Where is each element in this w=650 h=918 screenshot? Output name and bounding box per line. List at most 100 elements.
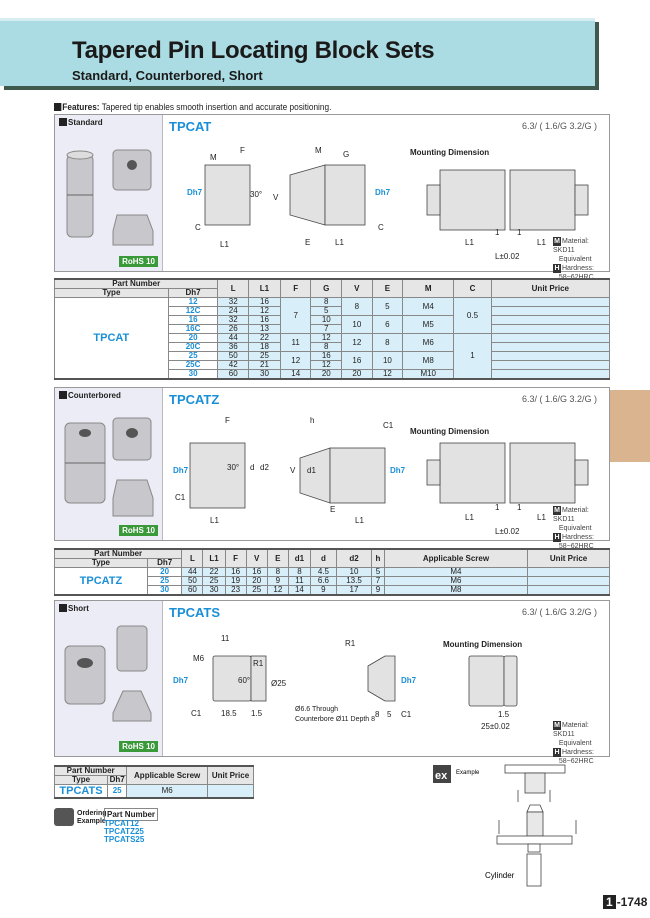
value-cell: 12 — [279, 351, 312, 370]
svg-text:L1: L1 — [465, 238, 474, 247]
type-header: Type — [54, 558, 148, 568]
svg-text:L1: L1 — [210, 516, 219, 525]
example-icon — [433, 765, 451, 783]
value-cell: 50 — [181, 576, 204, 586]
svg-text:C1: C1 — [383, 421, 394, 430]
value-cell: M6 — [383, 576, 529, 586]
svg-text:R1: R1 — [345, 639, 356, 648]
section-standard: Standard RoHS 10 TPCAT 6.3/ ( 1.6/G 3.2/… — [54, 114, 610, 281]
type-header: Type — [54, 775, 108, 785]
svg-text:E: E — [305, 238, 310, 247]
column-header: M — [402, 278, 455, 298]
svg-text:V: V — [290, 466, 296, 475]
value-cell — [490, 333, 611, 343]
column-header: L — [217, 278, 250, 298]
svg-text:L1: L1 — [220, 240, 229, 249]
chapter-tab[interactable] — [606, 390, 650, 462]
value-cell — [490, 297, 611, 307]
value-cell: 9 — [309, 585, 337, 596]
phone-icon — [54, 808, 74, 826]
product-photo: Short RoHS 10 — [55, 601, 163, 756]
value-cell: 9 — [266, 576, 289, 586]
svg-text:Mounting Dimension: Mounting Dimension — [410, 427, 489, 436]
value-cell: 30 — [202, 585, 226, 596]
svg-text:5: 5 — [387, 710, 392, 719]
column-header: G — [310, 278, 343, 298]
svg-text:F: F — [225, 416, 230, 425]
value-cell — [527, 576, 610, 586]
svg-text:C1: C1 — [175, 493, 186, 502]
value-cell: 30 — [248, 369, 281, 380]
column-header: V — [245, 548, 268, 568]
section-short: Short RoHS 10 TPCATS 6.3/ ( 1.6/G 3.2/G … — [54, 600, 610, 765]
column-header: Unit Price — [206, 765, 255, 785]
svg-text:Mounting Dimension: Mounting Dimension — [410, 148, 489, 157]
svg-text:ex: ex — [435, 770, 448, 782]
surface-roughness: 6.3/ ( 1.6/G 3.2/G ) — [521, 394, 597, 404]
svg-text:1: 1 — [517, 503, 522, 512]
value-cell: 23 — [224, 585, 247, 596]
column-header: L1 — [202, 548, 226, 568]
svg-text:G: G — [343, 150, 349, 159]
value-cell: 5 — [371, 297, 404, 316]
column-header: Applicable Screw — [126, 765, 208, 785]
size-cell: 25C — [167, 360, 219, 370]
column-header: E — [266, 548, 289, 568]
svg-text:30°: 30° — [227, 463, 239, 472]
value-cell: 12 — [310, 360, 343, 370]
column-header: F — [279, 278, 312, 298]
value-cell — [490, 360, 611, 370]
svg-text:Mounting Dimension: Mounting Dimension — [443, 640, 522, 649]
rohs-badge: RoHS 10 — [119, 741, 158, 752]
value-cell: M5 — [402, 315, 455, 334]
value-cell: 12 — [341, 333, 373, 352]
svg-text:F: F — [240, 146, 245, 155]
svg-text:Dh7: Dh7 — [390, 466, 406, 475]
svg-text:60°: 60° — [238, 676, 250, 685]
value-cell: 60 — [217, 369, 250, 380]
title-banner: Tapered Pin Locating Block Sets Standard… — [0, 18, 595, 86]
features-line: Features: Tapered tip enables smooth ins… — [54, 102, 331, 112]
rohs-badge: RoHS 10 — [119, 525, 158, 536]
svg-text:V: V — [273, 193, 279, 202]
size-cell: 25 — [146, 576, 183, 586]
value-cell: 12 — [266, 585, 289, 596]
column-header: h — [371, 548, 385, 568]
column-header: Unit Price — [490, 278, 611, 298]
svg-text:d1: d1 — [307, 466, 316, 475]
size-cell: 30 — [146, 585, 183, 596]
svg-text:1.5: 1.5 — [251, 709, 263, 718]
svg-text:L1: L1 — [537, 513, 546, 522]
product-photo: Counterbored RoHS 10 — [55, 388, 163, 540]
svg-text:Counterbore Ø11 Depth 8: Counterbore Ø11 Depth 8 — [295, 716, 375, 723]
column-header: d2 — [335, 548, 373, 568]
value-cell: M4 — [402, 297, 455, 316]
svg-text:18.5: 18.5 — [221, 709, 237, 718]
value-cell — [490, 324, 611, 334]
svg-text:8: 8 — [375, 710, 380, 719]
d-header: Dh7 — [106, 775, 128, 785]
value-cell: 20 — [341, 369, 373, 380]
svg-text:C1: C1 — [191, 709, 202, 718]
svg-text:L1: L1 — [335, 238, 344, 247]
value-cell: 20 — [310, 369, 343, 380]
svg-text:11: 11 — [221, 634, 230, 643]
svg-text:Dh7: Dh7 — [173, 466, 189, 475]
svg-text:Example: Example — [456, 770, 480, 776]
rohs-badge: RoHS 10 — [119, 256, 158, 267]
size-cell: 25 — [106, 784, 128, 799]
column-header: C — [453, 278, 492, 298]
product-code: TPCATS — [169, 605, 221, 620]
product-image-icon — [64, 417, 154, 517]
svg-text:Dh7: Dh7 — [375, 188, 391, 197]
